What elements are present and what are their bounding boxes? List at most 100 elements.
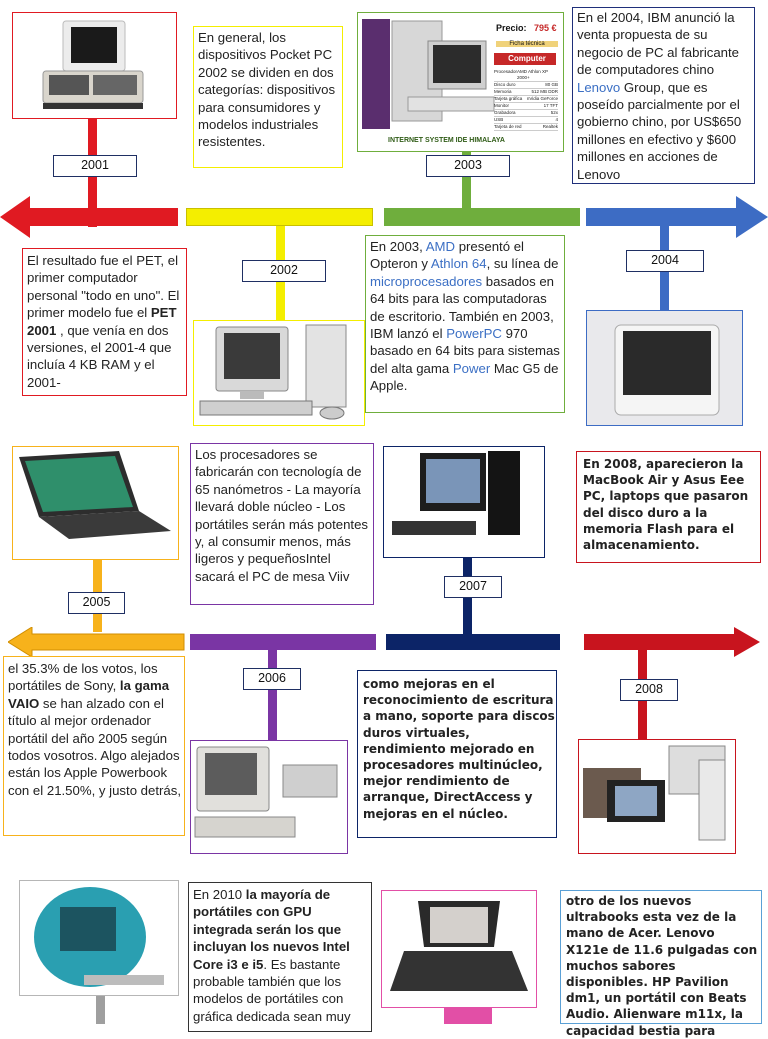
amd-t3: , su línea de <box>486 256 559 272</box>
year-label-2008: 2008 <box>620 679 678 701</box>
connector-2003 <box>462 152 471 212</box>
pet-bold: PET 2001 <box>27 305 177 338</box>
timeline-segment-green <box>384 208 580 226</box>
ad-2003-frame: Precio: 795 € Ficha técnica Computer Pro… <box>357 12 564 152</box>
connector-2011 <box>444 1008 492 1024</box>
ad-spec-key: USB <box>494 117 504 122</box>
imac-2004-frame <box>586 310 743 426</box>
microprocesadores-link[interactable]: microprocesadores <box>370 273 483 289</box>
pc-2007-frame <box>383 446 545 558</box>
pet-text: El resultado fue el PET, el primer compu… <box>27 252 185 391</box>
commodore-pet-computer-icon <box>42 20 144 109</box>
computer-ad-icon <box>362 19 556 129</box>
year-label-2003: 2003 <box>426 155 510 177</box>
ad-price-value: 795 € <box>534 23 557 33</box>
amd-t1: En 2003, <box>370 239 426 254</box>
ad-footer: INTERNET SYSTEM IDE HIMALAYA <box>388 137 505 144</box>
ad-spec-value: 80 GB <box>545 82 558 87</box>
connector-2009 <box>96 996 105 1024</box>
ad-brand: Computer <box>508 54 546 63</box>
imac-g3-frame <box>19 880 179 996</box>
vaio-part2: se han alzado con el título al mejor ord… <box>8 695 182 798</box>
desktop-2002-frame <box>193 320 365 426</box>
vaio-bold: la gama VAIO <box>8 678 170 711</box>
athlon-link[interactable]: Athlon 64 <box>430 256 487 272</box>
amd-t4: basados en 64 bits para las computadoras… <box>370 273 554 342</box>
lcd-desktop-tower-icon <box>392 451 520 535</box>
lenovo-link[interactable]: Lenovo <box>577 79 621 95</box>
ad-spec-value: AMD Athlon XP 2000+ <box>517 69 548 80</box>
amd-box <box>365 235 565 413</box>
timeline-arrow-left-red <box>0 196 178 238</box>
amd-t6: Mac G5 de Apple. <box>370 360 559 394</box>
gpu-part1: En 2010 <box>193 887 246 902</box>
ad-spec-row: USB 4 <box>494 117 558 124</box>
connector-2006 <box>268 650 277 742</box>
timeline-segment-yellow <box>186 208 373 226</box>
vaio-box <box>3 656 185 836</box>
mejoras-text: como mejoras en el reconocimiento de esc… <box>363 677 555 821</box>
powerpc-link[interactable]: PowerPC <box>446 326 502 342</box>
pocket-pc-text: En general, los dispositivos Pocket PC 2… <box>198 30 336 150</box>
ad-spec-value: 4 <box>555 117 558 122</box>
ibm-lenovo-part2: Group, que es poseído parcialmente por e… <box>577 79 742 182</box>
laptop-2005-frame <box>12 446 179 560</box>
laptop-2011-frame <box>381 890 537 1008</box>
imac-g3-icon <box>34 887 164 987</box>
power-link[interactable]: Power <box>452 360 491 376</box>
ad-spec-key: Tarjeta de red <box>494 124 522 129</box>
ad-spec-value: 52x <box>550 110 558 115</box>
ad-spec-row: Memoria 512 MB DDR <box>494 89 558 96</box>
ad-price-label: Precio: <box>496 23 527 33</box>
procesadores-text: Los procesadores se fabricarán con tecno… <box>195 447 368 584</box>
procesadores-box <box>190 443 374 605</box>
gpu-box <box>188 882 372 1032</box>
timeline-segment-navy <box>386 634 560 650</box>
crt-desktop-computer-icon <box>199 324 347 420</box>
ad-spec-key: Tarjeta gráfica <box>494 96 523 101</box>
timeline-arrow-right-crimson <box>584 627 760 657</box>
amd-t5: 970 basado en 64 bits para sistemas del … <box>370 326 560 376</box>
year-label-2006: 2006 <box>243 668 301 690</box>
ad-spec-key: Memoria <box>494 89 512 94</box>
ad-spec-key: Disco duro <box>494 82 516 87</box>
pet-part1: El resultado fue el PET, el primer compu… <box>27 253 180 321</box>
ad-ficha: Ficha técnica <box>496 41 558 47</box>
gpu-part2: . Es bastante probable también que los m… <box>193 956 351 1024</box>
office-people-computers-icon <box>583 745 726 841</box>
red-keyboard-laptop-icon <box>390 901 528 991</box>
ad-spec-value: Realtek <box>542 124 558 129</box>
ad-spec-row: Disco duro 80 GB <box>494 82 558 89</box>
ad-spec-row: Tarjeta de red Realtek <box>494 124 558 131</box>
year-label-2004: 2004 <box>626 250 704 272</box>
white-imac-icon <box>614 324 720 416</box>
laptop-icon <box>19 451 171 539</box>
timeline-arrow-right-blue <box>586 196 768 238</box>
ibm-lenovo-text: En el 2004, IBM anunció la venta propues… <box>577 9 753 183</box>
amd-text: En 2003, AMD presentó el Opteron y Athlo… <box>370 238 563 395</box>
ibm-lenovo-part1: En el 2004, IBM anunció la venta propues… <box>577 10 740 78</box>
gpu-bold: la mayoría de portátiles con GPU integra… <box>193 887 350 972</box>
pet-box <box>22 248 187 396</box>
ad-spec-value: 512 MB DDR <box>531 89 558 94</box>
year-label-2001: 2001 <box>53 155 137 177</box>
ad-spec-key: Procesador <box>494 69 518 74</box>
pocket-pc-box <box>193 26 343 168</box>
timeline-segment-purple <box>190 634 376 650</box>
timeline-arrow-left-orange <box>8 627 185 657</box>
year-label-2005: 2005 <box>68 592 125 614</box>
gpu-text: En 2010 la mayoría de portátiles con GPU… <box>193 886 371 1025</box>
ad-spec-value: 17 TFT <box>543 103 558 108</box>
ultrabooks-text: otro de los nuevos ultrabooks esta vez d… <box>566 894 758 1038</box>
mejoras-box <box>357 670 557 838</box>
crt-2006-frame <box>190 740 348 854</box>
amd-link[interactable]: AMD <box>425 239 456 254</box>
vaio-part1: el 35.3% de los votos, los portátiles de… <box>8 661 158 694</box>
year-label-2007: 2007 <box>444 576 502 598</box>
ultrabooks-box <box>560 890 762 1024</box>
